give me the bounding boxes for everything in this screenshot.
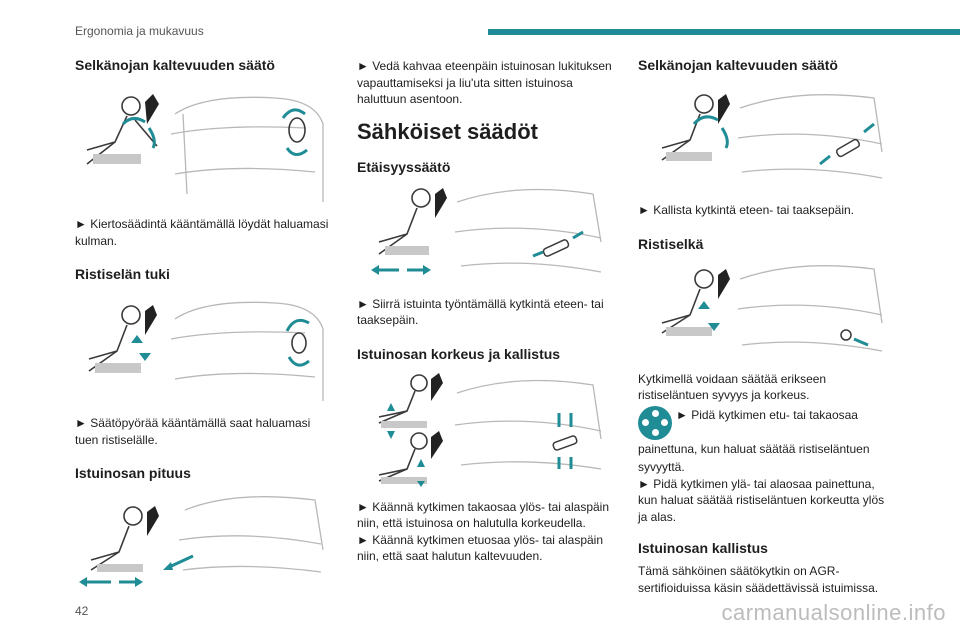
text-lumbar-switch: Kytkimellä voidaan säätää erikseen risti… <box>638 371 827 403</box>
text-lumbar-height: ► Pidä kytkimen ylä- tai alaosaa painett… <box>638 476 885 524</box>
text-height-switch-front: ► Käännä kytkimen etuosaa ylös- tai alas… <box>357 532 604 564</box>
header-accent-bar <box>488 29 960 35</box>
text-seat-length-handle: ► Vedä kahvaa eteenpäin istuinosan lukit… <box>357 59 612 106</box>
four-way-switch-icon <box>638 405 672 440</box>
illustration-lumbar-switch <box>638 259 894 355</box>
illustration-backrest-switch <box>638 82 894 186</box>
page-number: 42 <box>75 604 89 618</box>
heading-backrest-angle-electric: Selkänojan kaltevuuden säätö <box>638 57 838 73</box>
column-2: ► Vedä kahvaa eteenpäin istuinosan lukit… <box>357 56 613 565</box>
text-lumbar-depth: ► Pidä kytkimen etu- tai takaosaa painet… <box>638 407 870 474</box>
lumbar-depth-block: ► Pidä kytkimen etu- tai takaosaa painet… <box>638 405 894 476</box>
column-1: Selkänojan kaltevuuden säätö ► Kiertosää… <box>75 56 331 590</box>
heading-seat-height-tilt: Istuinosan korkeus ja kallistus <box>357 345 561 362</box>
heading-lumbar-support: Ristiselän tuki <box>75 266 170 282</box>
heading-seat-tilt: Istuinosan kallistus <box>638 540 768 556</box>
illustration-backrest-knob <box>75 84 331 202</box>
text-height-switch-rear: ► Käännä kytkimen takaosaa ylös- tai ala… <box>357 499 610 531</box>
illustration-seat-length <box>75 490 331 590</box>
heading-distance-adjustment: Etäisyyssäätö <box>357 158 451 175</box>
text-backrest-knob: ► Kiertosäädintä kääntämällä löydät halu… <box>75 217 329 248</box>
illustration-lumbar-wheel <box>75 291 331 401</box>
heading-backrest-angle: Selkänojan kaltevuuden säätö <box>75 57 275 73</box>
heading-electric-adjustments: Sähköiset säädöt <box>357 118 538 144</box>
running-header: Ergonomia ja mukavuus <box>75 24 204 38</box>
heading-seat-length: Istuinosan pituus <box>75 465 191 481</box>
watermark: carmanualsonline.info <box>721 600 946 625</box>
text-distance-switch: ► Siirrä istuinta työntämällä kytkintä e… <box>357 296 604 328</box>
column-3: Selkänojan kaltevuuden säätö ► Kallista … <box>638 56 894 596</box>
text-lumbar-wheel: ► Säätöpyörää kääntämällä saat haluamasi… <box>75 416 311 447</box>
heading-lumbar: Ristiselkä <box>638 235 704 252</box>
illustration-distance-switch <box>357 182 613 282</box>
illustration-height-tilt-switch <box>357 369 613 487</box>
text-backrest-switch: ► Kallista kytkintä eteen- tai taaksepäi… <box>638 203 854 217</box>
text-seat-tilt: Tämä sähköinen säätökytkin on AGR-sertif… <box>638 564 879 595</box>
